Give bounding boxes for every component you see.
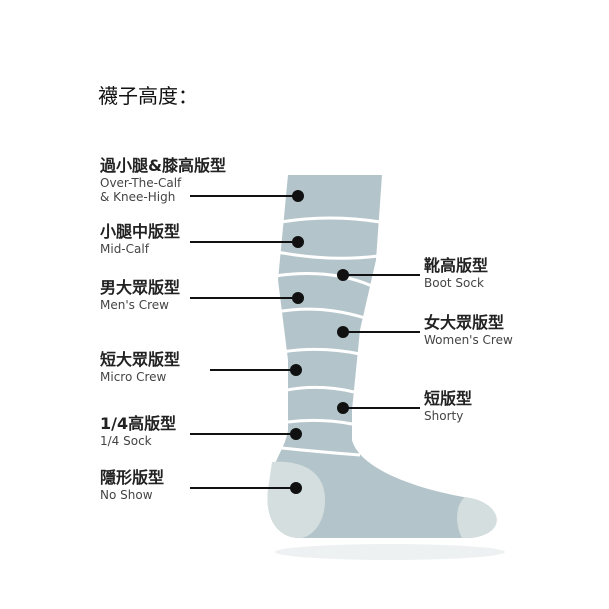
label-en: Over-The-Calf & Knee-High: [100, 176, 182, 204]
sock-shadow: [275, 544, 505, 560]
label-zh: 短版型: [424, 389, 473, 408]
label-en: 1/4 Sock: [100, 434, 152, 448]
label-womens-crew: 女大眾版型 Women's Crew: [424, 313, 513, 347]
label-zh: 隱形版型: [100, 468, 165, 487]
label-zh: 1/4高版型: [100, 414, 177, 433]
label-quarter-sock: 1/4高版型 1/4 Sock: [100, 414, 176, 448]
label-mens-crew: 男大眾版型 Men's Crew: [100, 278, 180, 312]
label-en: Men's Crew: [100, 298, 169, 312]
diagram-title: 襪子高度：: [98, 84, 198, 108]
label-en: Boot Sock: [424, 276, 484, 290]
label-en: Women's Crew: [424, 333, 513, 347]
label-zh: 短大眾版型: [100, 350, 181, 369]
label-zh: 過小腿&膝高版型: [100, 156, 226, 175]
heel-patch: [267, 461, 325, 538]
label-en: No Show: [100, 488, 153, 502]
label-no-show: 隱形版型 No Show: [100, 468, 164, 502]
label-mid-calf: 小腿中版型 Mid-Calf: [100, 222, 180, 256]
label-zh: 小腿中版型: [100, 222, 181, 241]
label-zh: 男大眾版型: [100, 278, 181, 297]
pointer-lines: [190, 190, 420, 494]
sock-body: [267, 175, 497, 538]
label-en: Shorty: [424, 409, 464, 423]
label-zh: 靴高版型: [424, 256, 489, 275]
label-over-the-calf: 過小腿&膝高版型 Over-The-Calf & Knee-High: [100, 156, 226, 204]
label-shorty: 短版型 Shorty: [424, 389, 472, 423]
label-boot-sock: 靴高版型 Boot Sock: [424, 256, 488, 290]
label-micro-crew: 短大眾版型 Micro Crew: [100, 350, 180, 384]
label-en: Micro Crew: [100, 370, 167, 384]
label-en: Mid-Calf: [100, 242, 149, 256]
toe-patch: [457, 497, 497, 538]
label-zh: 女大眾版型: [424, 313, 505, 332]
height-bands: [274, 216, 381, 457]
